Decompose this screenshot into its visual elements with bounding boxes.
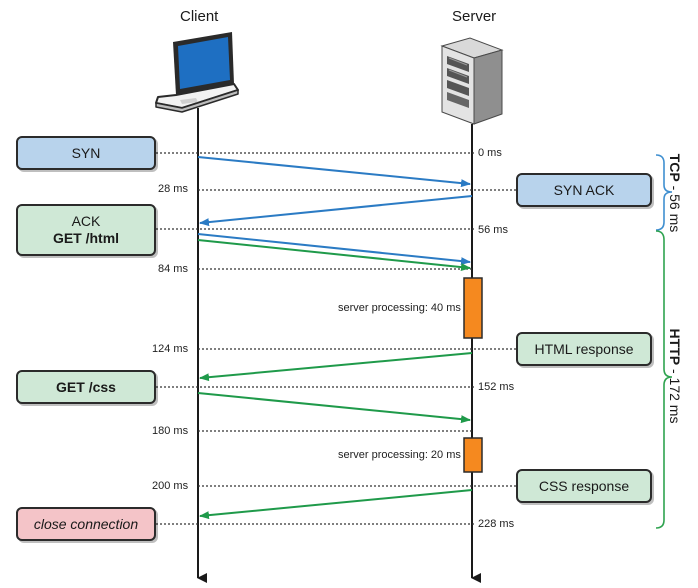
http-phase-duration: - 172 ms bbox=[667, 365, 683, 424]
tcp-phase-duration: - 56 ms bbox=[667, 181, 683, 233]
time-180: 180 ms bbox=[152, 425, 189, 437]
ack-arrow bbox=[197, 233, 471, 266]
http-phase-label: HTTP - 172 ms bbox=[665, 318, 683, 434]
syn-ack-label: SYN ACK bbox=[553, 181, 615, 198]
syn-box: SYN bbox=[16, 136, 156, 170]
http-brace bbox=[655, 230, 673, 529]
html-response-label: HTML response bbox=[534, 340, 634, 357]
get-css-box: GET /css bbox=[16, 370, 156, 404]
time-152: 152 ms bbox=[478, 381, 515, 393]
close-connection-box: close connection bbox=[16, 507, 156, 541]
html-response-arrow bbox=[199, 352, 473, 382]
ack-get-html-box: ACK GET /html bbox=[16, 204, 156, 256]
server-header: Server bbox=[452, 8, 497, 25]
processing-label-html: server processing: 40 ms bbox=[338, 302, 461, 314]
time-84: 84 ms bbox=[158, 263, 188, 275]
time-56: 56 ms bbox=[478, 224, 508, 236]
syn-ack-arrow bbox=[199, 195, 473, 227]
get-css-label: GET /css bbox=[56, 378, 116, 395]
html-response-box: HTML response bbox=[516, 332, 652, 366]
processing-bar-css bbox=[463, 437, 483, 473]
css-response-label: CSS response bbox=[538, 477, 630, 494]
ack-label: ACK bbox=[71, 213, 101, 229]
syn-arrow bbox=[197, 156, 471, 188]
processing-bar-html bbox=[463, 277, 483, 339]
tcp-phase-bold: TCP bbox=[667, 153, 683, 182]
processing-label-css: server processing: 20 ms bbox=[338, 449, 461, 461]
time-228: 228 ms bbox=[478, 518, 515, 530]
time-0: 0 ms bbox=[478, 147, 502, 159]
syn-ack-box: SYN ACK bbox=[516, 173, 652, 207]
http-phase-bold: HTTP bbox=[667, 328, 683, 366]
tcp-phase-label: TCP - 56 ms bbox=[665, 145, 683, 241]
css-response-arrow bbox=[199, 489, 473, 520]
get-html-label: GET /html bbox=[52, 230, 120, 246]
time-200: 200 ms bbox=[152, 480, 189, 492]
css-response-box: CSS response bbox=[516, 469, 652, 503]
get-css-arrow bbox=[197, 392, 471, 424]
time-124: 124 ms bbox=[152, 343, 189, 355]
message-arrows bbox=[197, 156, 473, 520]
laptop-icon bbox=[155, 32, 239, 113]
close-connection-label: close connection bbox=[33, 515, 139, 532]
time-guide-lines bbox=[156, 152, 516, 525]
server-tower-icon bbox=[440, 37, 504, 125]
tcp-brace bbox=[655, 154, 673, 231]
get-html-arrow bbox=[197, 239, 471, 272]
syn-label: SYN bbox=[71, 144, 101, 161]
client-header: Client bbox=[180, 8, 219, 25]
time-28: 28 ms bbox=[158, 183, 188, 195]
